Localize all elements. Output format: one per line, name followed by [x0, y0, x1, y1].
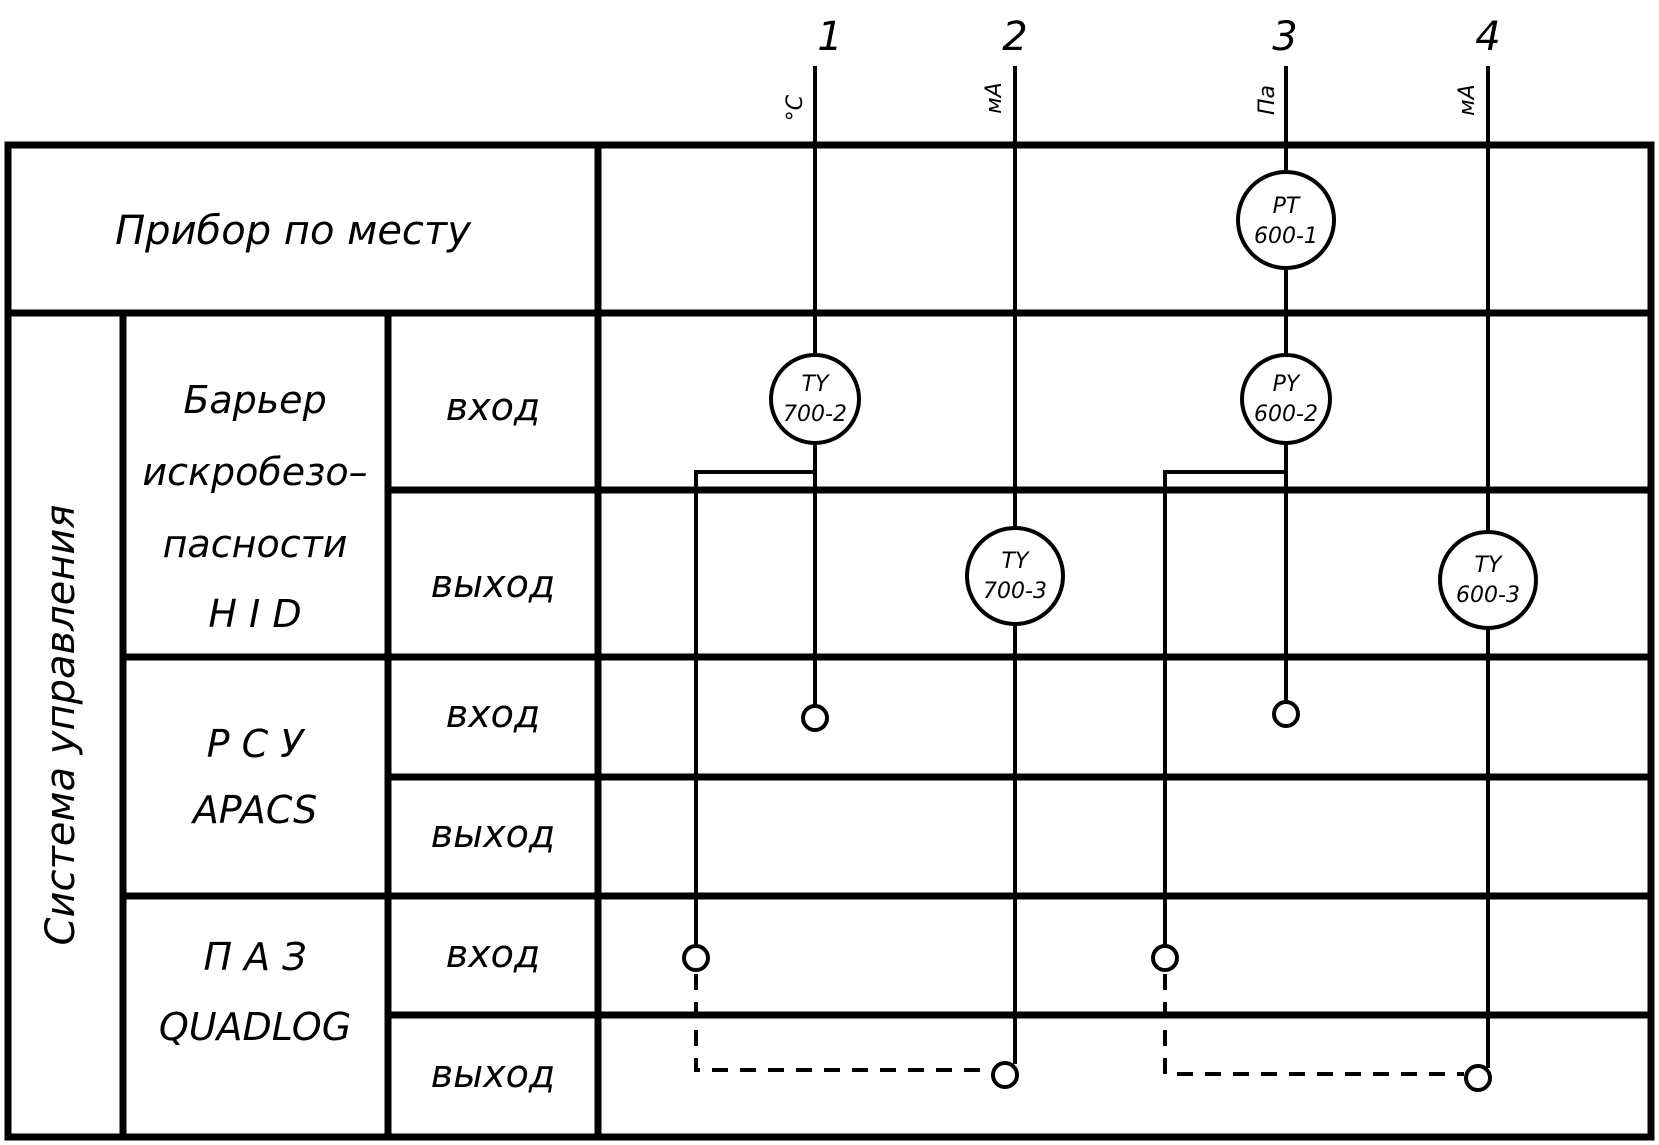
instrument-pt-600-1: PT 600-1: [1236, 170, 1336, 270]
instrument-py-600-2: PY 600-2: [1240, 353, 1332, 445]
esd-link-line-2: [694, 974, 991, 1072]
dcs-label-line-1: Р С У: [207, 722, 307, 766]
branch-line-1-to-esd: [694, 470, 817, 947]
signal-wires: [694, 66, 1490, 1076]
esd-label-line-2: QUADLOG: [159, 1005, 351, 1049]
line-headers: 1 2 3 4 °C мА Па мА: [783, 14, 1501, 121]
instrument-bubble: [1438, 530, 1538, 630]
dcs-input-label: вход: [446, 692, 540, 736]
instrument-number: 600-3: [1456, 583, 1520, 608]
terminal-esd-output-line-2: [991, 1061, 1019, 1089]
table-frame: [4, 141, 1655, 1141]
instrument-ty-700-3: TY 700-3: [965, 526, 1065, 626]
terminal-dcs-input-line-3: [1272, 700, 1300, 728]
instrument-bubble: [769, 353, 861, 445]
instrument-ty-600-3: TY 600-3: [1438, 530, 1538, 630]
instrument-bubble: [965, 526, 1065, 626]
branch-line-3-to-esd: [1163, 470, 1288, 947]
esd-output-label: выход: [431, 1052, 555, 1096]
terminal-dcs-input-line-1: [801, 704, 829, 732]
terminal-esd-input-line-1: [682, 944, 710, 972]
barrier-label-line-3: пасности: [163, 522, 348, 566]
instrument-bubble: [1236, 170, 1336, 270]
line-unit-4: мА: [1455, 84, 1480, 116]
field-instrument-label: Прибор по месту: [115, 208, 472, 254]
barrier-input-label: вход: [446, 385, 540, 429]
terminals: [682, 700, 1492, 1092]
instrument-letters: PT: [1273, 194, 1301, 219]
instrument-number: 700-2: [783, 402, 847, 427]
barrier-label-line-1: Барьер: [183, 378, 326, 422]
barrier-label-line-4: H I D: [208, 592, 301, 636]
dcs-output-label: выход: [431, 812, 555, 856]
line-unit-3: Па: [1255, 85, 1280, 115]
instrument-ty-700-2: TY 700-2: [769, 353, 861, 445]
esd-input-label: вход: [446, 932, 540, 976]
instrument-letters: PY: [1273, 372, 1301, 397]
instrument-letters: TY: [802, 372, 830, 397]
line-unit-1: °C: [783, 94, 808, 121]
instrument-letters: TY: [1002, 549, 1030, 574]
control-system-label: Система управления: [38, 505, 84, 946]
barrier-label-line-2: искробезо–: [142, 450, 367, 494]
instrument-number: 600-1: [1254, 224, 1318, 249]
esd-label-line-1: П А З: [203, 935, 306, 979]
line-number-2: 2: [1002, 14, 1027, 60]
row-labels: Прибор по месту Система управления Барье…: [38, 208, 555, 1096]
barrier-output-label: выход: [431, 562, 555, 606]
table-grid: [4, 141, 1655, 1141]
instrument-number: 700-3: [983, 579, 1047, 604]
line-number-3: 3: [1272, 14, 1297, 60]
line-unit-2: мА: [982, 82, 1007, 114]
instrument-bubble: [1240, 353, 1332, 445]
esd-link-line-4: [1163, 974, 1464, 1076]
dcs-label-line-2: APACS: [190, 788, 317, 832]
instrument-letters: TY: [1475, 553, 1503, 578]
instrument-number: 600-2: [1254, 402, 1318, 427]
terminal-esd-output-line-4: [1464, 1064, 1492, 1092]
terminal-esd-input-line-3: [1151, 944, 1179, 972]
line-number-4: 4: [1475, 14, 1500, 60]
line-number-1: 1: [817, 14, 842, 60]
